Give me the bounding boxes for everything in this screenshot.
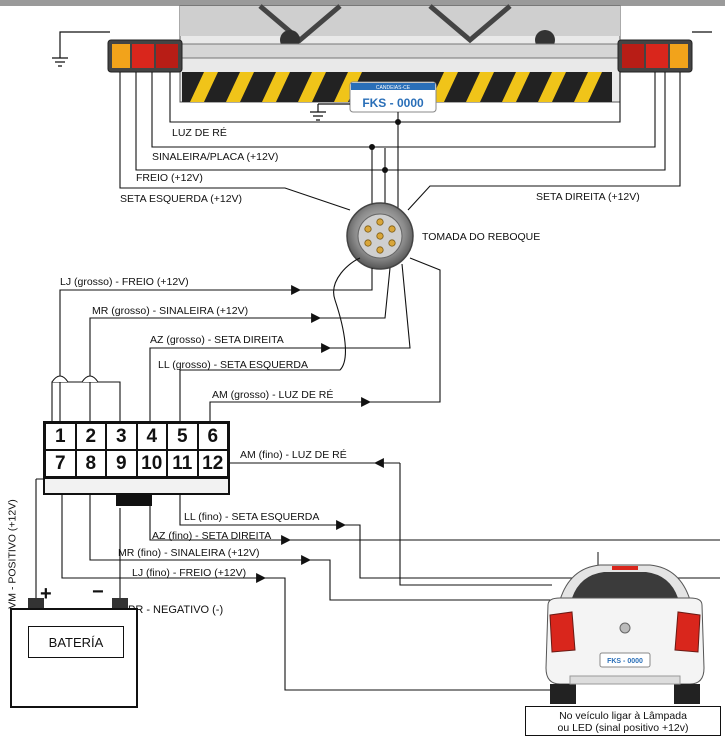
trailer-lamp-right [617,39,693,73]
connector-pin: 4 [136,423,167,450]
ground-symbols [52,31,712,121]
connector-pin: 3 [106,423,137,450]
car-plate-number: FKS - 0000 [607,658,643,665]
thin-wire-label-az: AZ (fino) - SETA DIREITA [152,530,272,542]
battery-minus-sign: − [92,581,104,603]
battery-plus-sign: + [40,583,52,605]
thin-wire-label-mr: MR (fino) - SINALEIRA (+12V) [118,547,260,559]
thin-wire-label-ll: LL (fino) - SETA ESQUERDA [184,511,320,523]
connector-pin: 10 [136,450,167,477]
battery-label: BATERÍA [28,626,124,658]
car-note: No veículo ligar à Lâmpada ou LED (sinal… [525,706,721,736]
top-bar [0,0,725,6]
thick-wire-label-ll: LL (grosso) - SETA ESQUERDA [158,359,308,371]
wire-label-seta-direita: SETA DIREITA (+12V) [536,191,640,203]
trailer-lamp-left [107,39,183,73]
connector-pin: 6 [197,423,228,450]
connector-12-pin: 1 2 3 4 5 6 7 8 9 10 11 12 [43,421,230,479]
battery-terminals [28,598,128,610]
connector-pin: 11 [167,450,198,477]
trailer-plate-number: FKS - 0000 [362,96,424,110]
wire-label-luz-de-re: LUZ DE RÉ [172,127,227,139]
connector-pin: 8 [75,450,106,477]
trailer-license-plate: CANDEIAS·CE FKS - 0000 [349,81,437,113]
wire-junctions [369,119,401,173]
wire-crossings [51,375,99,383]
pr-negative-label: PR - NEGATIVO (-) [128,604,224,616]
thin-wire-label-am: AM (fino) - LUZ DE RÉ [240,449,347,461]
connector-pin: 5 [167,423,198,450]
car-illustration: FKS - 0000 [545,552,705,704]
trailer-socket [346,202,414,270]
connector-pin: 9 [106,450,137,477]
thick-wire-label-am: AM (grosso) - LUZ DE RÉ [212,389,334,401]
thick-wire-label-az: AZ (grosso) - SETA DIREITA [150,334,284,346]
vm-positive-label: VM - POSITIVO (+12V) [6,499,19,609]
connector-pin: 1 [45,423,76,450]
connector-pin: 2 [75,423,106,450]
battery [10,608,138,708]
trailer-plate-state: CANDEIAS·CE [376,85,411,91]
wire-label-seta-esquerda: SETA ESQUERDA (+12V) [120,193,243,205]
wire-label-sinaleira: SINALEIRA/PLACA (+12V) [152,151,279,163]
thick-wire-label-mr: MR (grosso) - SINALEIRA (+12V) [92,305,249,317]
thick-wire-label-lj: LJ (grosso) - FREIO (+12V) [60,276,189,288]
connector-pin: 12 [197,450,228,477]
thin-wires [35,458,720,691]
socket-label: TOMADA DO REBOQUE [422,231,541,243]
connector-pin: 7 [45,450,76,477]
car-note-line2: ou LED (sinal positivo +12v) [557,722,689,734]
car-note-line1: No veículo ligar à Lâmpada [559,710,687,722]
thin-wire-label-lj: LJ (fino) - FREIO (+12V) [132,567,247,579]
wire-label-freio: FREIO (+12V) [136,172,203,184]
connector-base [43,479,230,495]
trailer-illustration: CANDEIAS·CE FKS - 0000 [107,4,693,113]
